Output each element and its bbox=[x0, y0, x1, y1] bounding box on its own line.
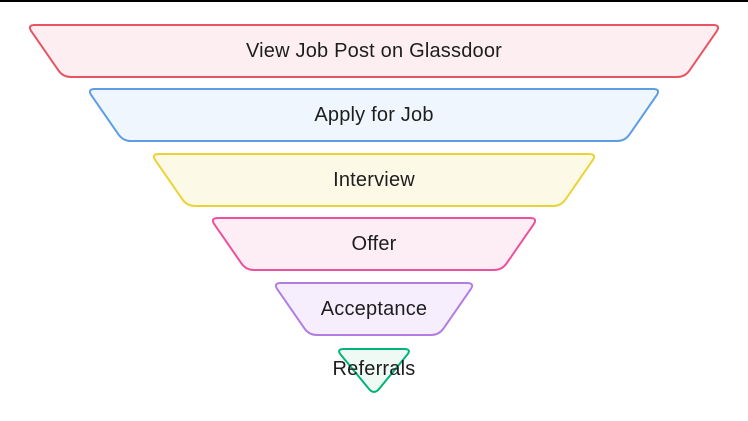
funnel-segment-apply-for-job bbox=[88, 88, 660, 142]
funnel-segment-interview bbox=[152, 153, 596, 207]
funnel-segment-acceptance bbox=[274, 282, 474, 336]
funnel-segment-view-job-post-on-glassdoor bbox=[28, 24, 720, 78]
funnel-segment-offer bbox=[211, 217, 537, 271]
funnel-segment-referrals bbox=[338, 348, 410, 393]
top-border-line bbox=[0, 0, 748, 2]
